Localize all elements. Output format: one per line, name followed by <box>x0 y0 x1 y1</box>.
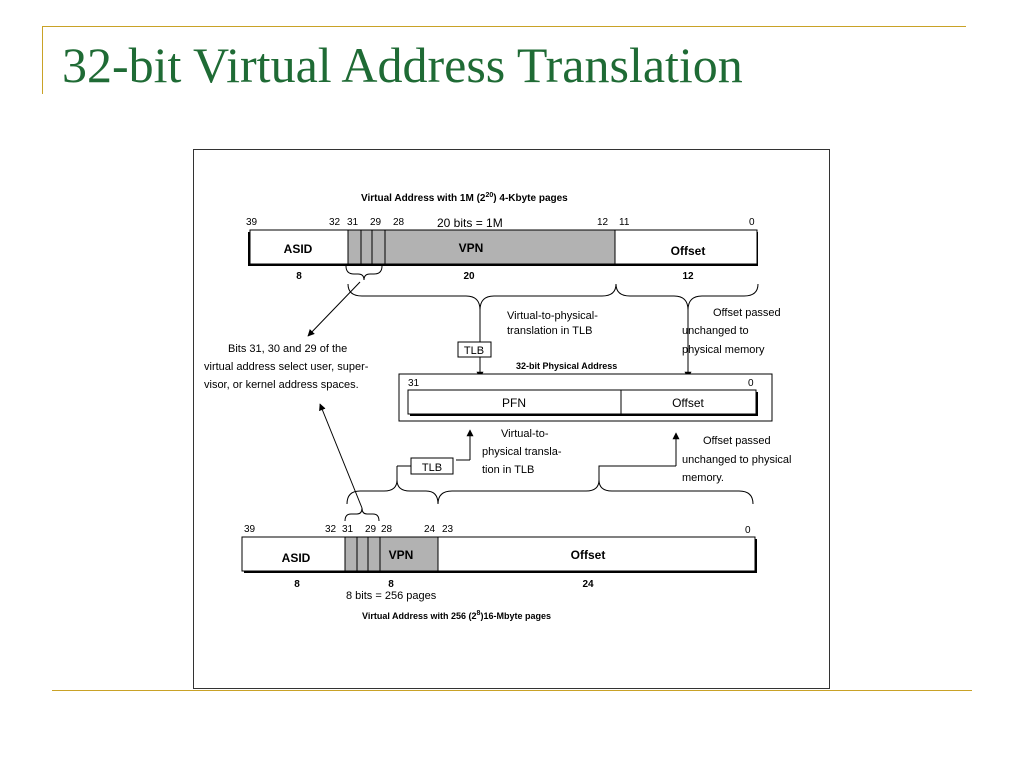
top-asid-width: 8 <box>296 271 302 282</box>
phys-bit-0: 0 <box>748 378 754 389</box>
top-bit-28: 28 <box>393 217 405 228</box>
top-vpn-bits-note: 20 bits = 1M <box>437 216 503 230</box>
top-vpn-width: 20 <box>463 271 475 282</box>
top-bit-39: 39 <box>246 217 258 228</box>
top-bit-29: 29 <box>370 217 382 228</box>
slide-title: 32-bit Virtual Address Translation <box>62 37 743 93</box>
bottom-bit-23: 23 <box>442 524 454 535</box>
top-offset-width: 12 <box>682 271 694 282</box>
top-vpn-brace <box>347 283 617 311</box>
top-tlb-box <box>457 341 492 358</box>
top-translation-note: Virtual-to-physical- translation in TLB <box>507 310 601 337</box>
bottom-translation-note: Virtual-to- physical transla- tion in TL… <box>482 428 565 476</box>
bottom-offset-width: 24 <box>582 579 594 590</box>
top-offset-label: Offset <box>671 244 706 258</box>
bottom-vpn-field <box>344 536 439 572</box>
bottom-caption: Virtual Address with 256 (28)16-Mbyte pa… <box>362 610 551 621</box>
top-bit-31: 31 <box>347 217 359 228</box>
phys-offset-label: Offset <box>672 396 704 410</box>
bottom-tlb-label: TLB <box>422 462 442 474</box>
top-asid-label: ASID <box>284 242 313 256</box>
bottom-offset-note: Offset passed unchanged to physical memo… <box>682 435 795 484</box>
bottom-bit-0: 0 <box>745 525 751 536</box>
bottom-vpn-width: 8 <box>388 579 394 590</box>
top-caption: Virtual Address with 1M (220) 4-Kbyte pa… <box>361 192 568 204</box>
bottom-vpn-bits-note: 8 bits = 256 pages <box>346 590 437 602</box>
phys-offset-field <box>620 389 757 415</box>
bottom-bits-31-29-bracket <box>344 507 380 522</box>
top-offset-field <box>614 229 758 265</box>
phys-bit-31: 31 <box>408 378 420 389</box>
bottom-bit-29: 29 <box>365 524 377 535</box>
address-translation-diagram: Virtual Address with 1M (220) 4-Kbyte pa… <box>204 192 795 621</box>
bottom-bit-31: 31 <box>342 524 354 535</box>
bottom-offset-brace <box>437 479 754 505</box>
phys-pfn-field <box>407 389 622 415</box>
top-vpn-label: VPN <box>459 241 484 255</box>
phys-caption: 32-bit Physical Address <box>516 361 617 371</box>
bottom-bit-32: 32 <box>325 524 337 535</box>
bottom-bit-28: 28 <box>381 524 393 535</box>
top-bit-32: 32 <box>329 217 341 228</box>
slide-frame-left-line <box>42 26 43 94</box>
top-select-arrow <box>307 281 361 337</box>
top-asid-field <box>249 229 349 265</box>
slide-frame-bottom-line <box>52 690 972 691</box>
bottom-bit-39: 39 <box>244 524 256 535</box>
bottom-vpn-label: VPN <box>389 548 414 562</box>
bottom-vpn-brace <box>346 479 439 505</box>
top-tlb-label: TLB <box>464 345 484 357</box>
slide-frame-top-line <box>42 26 966 27</box>
bottom-bit-24: 24 <box>424 524 436 535</box>
top-offset-note: Offset passed unchanged to physical memo… <box>682 307 784 356</box>
top-bits-31-29-bracket <box>345 265 383 281</box>
address-translation-figure: Virtual Address with 1M (220) 4-Kbyte pa… <box>193 149 830 689</box>
bottom-select-arrow <box>319 403 363 509</box>
bottom-offset-label: Offset <box>571 548 606 562</box>
bottom-offset-path <box>598 465 676 483</box>
bottom-offset-field <box>437 536 756 572</box>
bottom-asid-label: ASID <box>282 551 311 565</box>
bottom-asid-width: 8 <box>294 579 300 590</box>
select-bits-note: Bits 31, 30 and 29 of the virtual addres… <box>204 343 372 391</box>
top-bit-11: 11 <box>619 217 630 228</box>
top-vpn-field <box>347 229 616 265</box>
top-bit-12: 12 <box>597 217 609 228</box>
phys-pfn-label: PFN <box>502 396 526 410</box>
top-bit-0: 0 <box>749 217 755 228</box>
